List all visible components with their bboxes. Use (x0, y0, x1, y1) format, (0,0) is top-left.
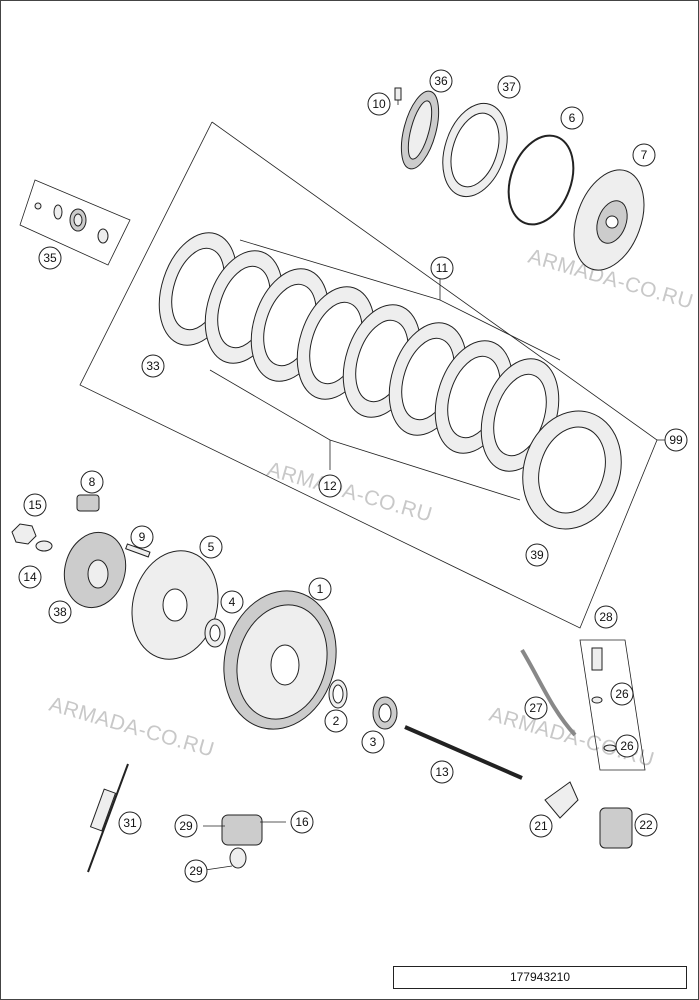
master-cylinder-part (579, 639, 646, 771)
callout-9: 9 (130, 525, 154, 549)
svg-text:9: 9 (139, 530, 146, 544)
svg-text:15: 15 (28, 498, 42, 512)
callout-21: 21 (529, 814, 553, 838)
svg-text:33: 33 (146, 359, 160, 373)
svg-text:13: 13 (435, 765, 449, 779)
callout-13: 13 (430, 760, 454, 784)
thrust-washer-part (204, 618, 226, 648)
thrust-bearing-part (400, 90, 440, 170)
spring-cup-part (76, 494, 100, 512)
clutch-actuator-part (203, 814, 286, 871)
svg-text:99: 99 (669, 433, 683, 447)
callout-5: 5 (199, 535, 223, 559)
pressure-cap-part (573, 169, 645, 271)
nut-part (11, 523, 53, 552)
svg-text:38: 38 (53, 605, 67, 619)
callout-8: 8 (80, 470, 104, 494)
callout-39: 39 (525, 543, 549, 567)
svg-text:27: 27 (529, 701, 543, 715)
callout-6: 6 (560, 106, 584, 130)
callout-15: 15 (23, 493, 47, 517)
drawing-number: 177943210 (509, 970, 571, 984)
pin-part (125, 543, 151, 558)
svg-text:29: 29 (189, 864, 203, 878)
svg-text:22: 22 (639, 818, 653, 832)
svg-text:37: 37 (502, 80, 516, 94)
svg-text:26: 26 (615, 687, 629, 701)
bearing-kit-part (34, 202, 109, 244)
callout-22: 22 (634, 813, 658, 837)
callout-3: 3 (361, 730, 385, 754)
assembly-bracket-35 (19, 179, 131, 266)
callout-99: 99 (664, 428, 688, 452)
screw-part (394, 87, 402, 105)
inner-hub-part (63, 531, 127, 609)
callout-26b: 26 (615, 734, 639, 758)
svg-text:28: 28 (599, 610, 613, 624)
diaphragm-spring-part (507, 134, 575, 226)
callout-11: 11 (430, 256, 454, 280)
clutch-plate-stack (158, 232, 622, 530)
callout-33: 33 (141, 354, 165, 378)
callout-36: 36 (429, 69, 453, 93)
callout-27: 27 (524, 696, 548, 720)
needle-bearing-part (328, 679, 348, 709)
svg-text:2: 2 (333, 714, 340, 728)
callout-7: 7 (632, 143, 656, 167)
watermark: ARMADA-CO.RU (47, 693, 217, 762)
svg-text:1: 1 (317, 582, 324, 596)
clutch-basket-part (131, 550, 219, 660)
svg-text:6: 6 (569, 111, 576, 125)
primary-gear-part (223, 590, 337, 730)
push-rod-part (404, 725, 523, 780)
callout-14: 14 (18, 565, 42, 589)
svg-text:4: 4 (229, 595, 236, 609)
svg-text:21: 21 (534, 819, 548, 833)
svg-text:31: 31 (123, 816, 137, 830)
svg-text:7: 7 (641, 148, 648, 162)
callout-26: 26 (610, 682, 634, 706)
washer-part (442, 102, 508, 198)
callout-16: 16 (290, 810, 314, 834)
svg-text:10: 10 (372, 97, 386, 111)
callout-28: 28 (594, 605, 618, 629)
slave-cylinder-part (599, 807, 633, 849)
svg-text:16: 16 (295, 815, 309, 829)
bushing-part (372, 696, 398, 730)
callout-12: 12 (318, 474, 342, 498)
callout-29: 29 (174, 814, 198, 838)
callout-10: 10 (367, 92, 391, 116)
svg-text:8: 8 (89, 475, 96, 489)
callout-4: 4 (220, 590, 244, 614)
callout-1: 1 (308, 577, 332, 601)
bleeding-syringe-part (87, 763, 129, 873)
svg-text:26: 26 (620, 739, 634, 753)
svg-text:11: 11 (436, 261, 449, 275)
svg-text:5: 5 (208, 540, 215, 554)
svg-text:3: 3 (370, 735, 377, 749)
svg-text:14: 14 (23, 570, 37, 584)
svg-text:36: 36 (434, 74, 448, 88)
svg-text:29: 29 (179, 819, 193, 833)
svg-text:35: 35 (43, 251, 57, 265)
svg-text:12: 12 (323, 479, 337, 493)
gasket-part (544, 781, 579, 819)
clutch-hose-part (520, 648, 577, 737)
svg-text:39: 39 (530, 548, 544, 562)
callout-29b: 29 (184, 859, 208, 883)
drawing-number-box: 177943210 (393, 966, 687, 989)
callout-38: 38 (48, 600, 72, 624)
callout-2: 2 (324, 709, 348, 733)
callout-37: 37 (497, 75, 521, 99)
callout-35: 35 (38, 246, 62, 270)
callout-31: 31 (118, 811, 142, 835)
